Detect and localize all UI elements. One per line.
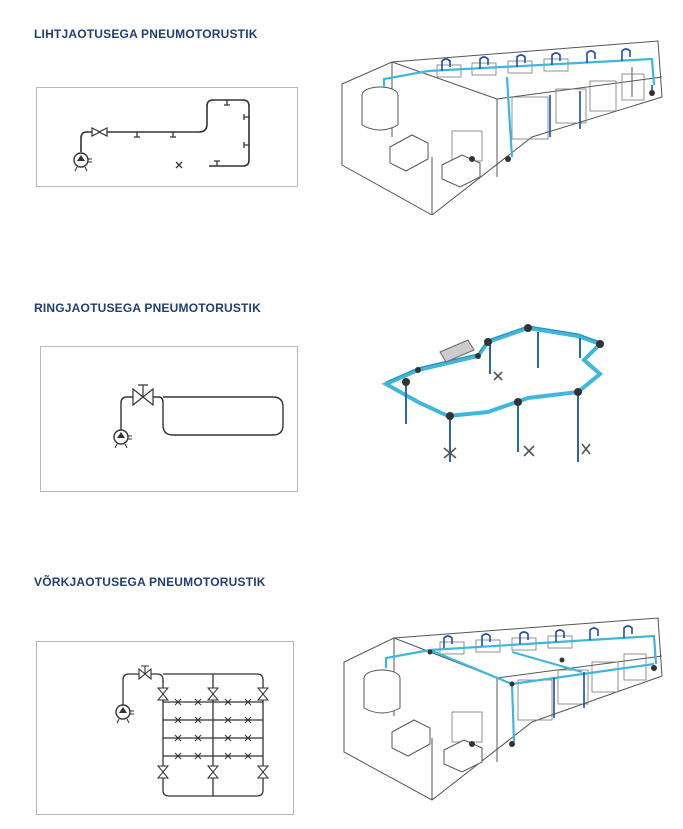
section-heading-network: VÕRKJAOTUSEGA PNEUMOTORUSTIK bbox=[34, 575, 266, 589]
compressor-icon bbox=[73, 152, 92, 172]
section-heading-ring: RINGJAOTUSEGA PNEUMOTORUSTIK bbox=[34, 301, 261, 315]
illustration-simple-distribution bbox=[332, 37, 664, 215]
network-distribution-schematic bbox=[115, 665, 270, 797]
cross-fittings bbox=[174, 698, 252, 760]
ring-distribution-schematic bbox=[113, 384, 284, 449]
illustration-ring-distribution bbox=[378, 312, 610, 472]
valve-icon bbox=[138, 665, 152, 681]
valve-icon bbox=[91, 127, 108, 137]
schematic-simple-distribution bbox=[36, 87, 298, 187]
network-pipe-illustration bbox=[343, 617, 663, 801]
schematic-ring-distribution bbox=[40, 346, 298, 492]
tap-icons bbox=[134, 100, 249, 166]
illustration-network-distribution bbox=[332, 612, 664, 802]
simple-distribution-schematic bbox=[73, 99, 250, 172]
compressor-icon bbox=[113, 429, 132, 449]
valve-icon bbox=[132, 384, 154, 407]
section-heading-simple: LIHTJAOTUSEGA PNEUMOTORUSTIK bbox=[34, 27, 258, 41]
schematic-network-distribution bbox=[36, 641, 294, 815]
pipe-network-illustration bbox=[341, 40, 663, 215]
section-valve-icons bbox=[156, 687, 270, 779]
ring-pipe-illustration bbox=[381, 324, 604, 462]
compressor-icon bbox=[115, 704, 134, 724]
